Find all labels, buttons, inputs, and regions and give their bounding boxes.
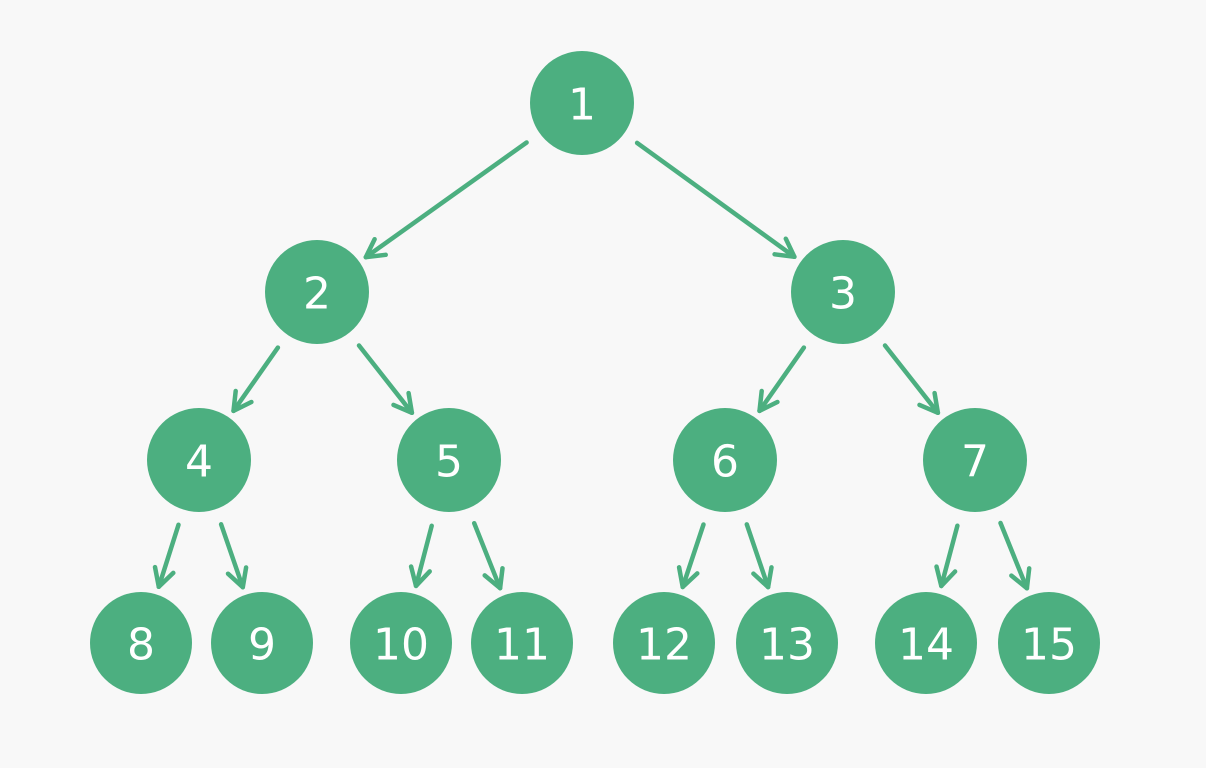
- tree-node-3: 3: [791, 240, 895, 344]
- edge-line: [218, 522, 246, 590]
- edge-2-4: [231, 345, 281, 414]
- arrowhead-icon: [391, 390, 415, 416]
- edge-6-13: [744, 522, 774, 590]
- tree-node-13: 13: [736, 592, 838, 694]
- edge-line: [680, 522, 706, 590]
- node-label: 2: [303, 269, 331, 320]
- node-circle: [875, 592, 977, 694]
- node-label: 1: [568, 80, 596, 131]
- node-label: 3: [829, 269, 857, 320]
- node-label: 4: [185, 437, 213, 488]
- edge-line: [998, 520, 1030, 591]
- node-circle: [530, 51, 634, 155]
- tree-node-5: 5: [397, 408, 501, 512]
- tree-node-12: 12: [613, 592, 715, 694]
- edge-1-2: [363, 140, 529, 260]
- node-circle: [923, 408, 1027, 512]
- node-label: 10: [373, 620, 429, 671]
- tree-node-10: 10: [350, 592, 452, 694]
- arrowhead-icon: [772, 236, 797, 260]
- node-label: 13: [759, 620, 815, 671]
- node-circle: [736, 592, 838, 694]
- node-circle: [350, 592, 452, 694]
- tree-node-2: 2: [265, 240, 369, 344]
- node-circle: [998, 592, 1100, 694]
- edge-1-3: [634, 140, 797, 260]
- arrowhead-icon: [1009, 566, 1032, 591]
- tree-node-7: 7: [923, 408, 1027, 512]
- node-circle: [471, 592, 573, 694]
- edge-line: [413, 523, 434, 589]
- node-label: 14: [898, 620, 954, 671]
- edge-7-14: [934, 523, 960, 589]
- node-circle: [211, 592, 313, 694]
- edge-6-12: [676, 522, 706, 590]
- arrowhead-icon: [363, 236, 388, 260]
- node-circle: [673, 408, 777, 512]
- arrowhead-icon: [231, 388, 254, 414]
- arrowhead-icon: [934, 564, 958, 589]
- edge-line: [471, 520, 503, 591]
- tree-node-15: 15: [998, 592, 1100, 694]
- node-label: 11: [494, 620, 550, 671]
- arrowhead-icon: [225, 565, 249, 590]
- edge-2-5: [356, 343, 415, 416]
- edge-line: [634, 140, 797, 260]
- node-circle: [90, 592, 192, 694]
- node-label: 8: [127, 620, 155, 671]
- edge-3-7: [882, 343, 941, 416]
- edges-layer: [152, 140, 1032, 591]
- node-label: 15: [1021, 620, 1077, 671]
- arrowhead-icon: [751, 565, 774, 590]
- tree-node-9: 9: [211, 592, 313, 694]
- tree-node-8: 8: [90, 592, 192, 694]
- tree-node-1: 1: [530, 51, 634, 155]
- edge-line: [231, 345, 281, 414]
- node-label: 12: [636, 620, 692, 671]
- node-circle: [147, 408, 251, 512]
- arrowhead-icon: [757, 388, 780, 414]
- tree-node-14: 14: [875, 592, 977, 694]
- edge-line: [363, 140, 529, 260]
- node-label: 9: [248, 620, 276, 671]
- tree-node-11: 11: [471, 592, 573, 694]
- edge-7-15: [998, 520, 1032, 591]
- edge-4-9: [218, 522, 249, 590]
- node-circle: [265, 240, 369, 344]
- arrowhead-icon: [676, 565, 700, 590]
- arrowhead-icon: [482, 566, 505, 591]
- node-label: 7: [961, 437, 989, 488]
- node-circle: [397, 408, 501, 512]
- edge-5-10: [408, 523, 434, 589]
- edge-3-6: [757, 345, 807, 414]
- edge-line: [744, 522, 771, 590]
- node-circle: [791, 240, 895, 344]
- edge-line: [156, 522, 181, 590]
- tree-node-4: 4: [147, 408, 251, 512]
- edge-line: [356, 343, 415, 416]
- arrowhead-icon: [408, 564, 432, 589]
- edge-line: [882, 343, 941, 416]
- node-circle: [613, 592, 715, 694]
- node-label: 6: [711, 437, 739, 488]
- tree-node-6: 6: [673, 408, 777, 512]
- edge-4-8: [152, 522, 181, 590]
- edge-5-11: [471, 520, 505, 591]
- arrowhead-icon: [917, 390, 941, 416]
- edge-line: [939, 523, 960, 589]
- edge-line: [757, 345, 807, 414]
- arrowhead-icon: [152, 564, 176, 590]
- node-label: 5: [435, 437, 463, 488]
